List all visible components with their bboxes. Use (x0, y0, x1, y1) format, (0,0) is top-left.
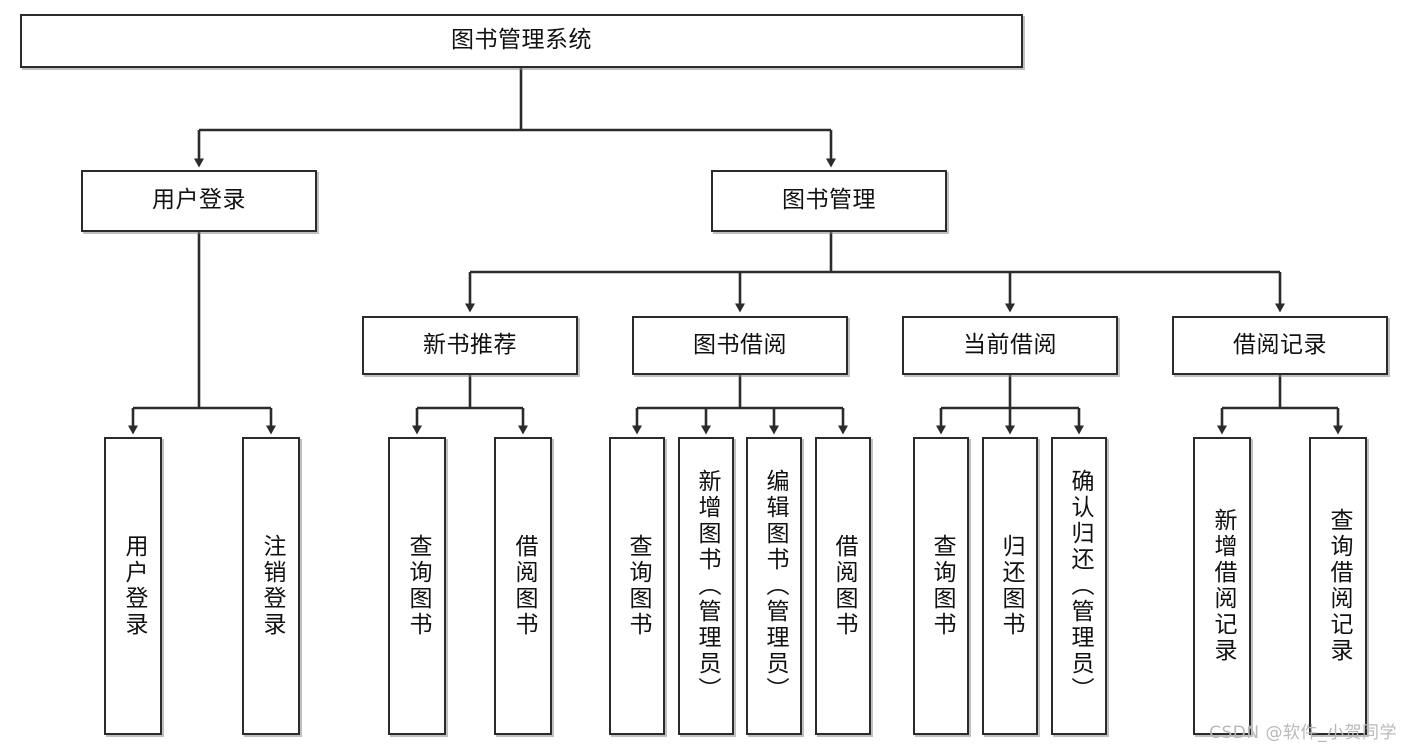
node-label: 借阅记录 (1233, 331, 1327, 358)
node-label: 用户登录 (152, 187, 246, 214)
node-current-borrow[interactable]: 当前借阅 (902, 316, 1118, 375)
leaf-add-borrow-record[interactable]: 新增借阅记录 (1193, 437, 1251, 735)
node-root-book-management-system[interactable]: 图书管理系统 (20, 14, 1023, 68)
leaf-query-book-recommend[interactable]: 查询图书 (388, 437, 446, 735)
node-label: 借阅图书 (830, 534, 857, 638)
node-label: 查询图书 (928, 534, 955, 638)
leaf-borrow-book-recommend[interactable]: 借阅图书 (494, 437, 552, 735)
node-label: 归还图书 (997, 534, 1024, 638)
leaf-query-book-current[interactable]: 查询图书 (913, 437, 969, 735)
node-new-book-recommend[interactable]: 新书推荐 (362, 316, 578, 375)
leaf-query-book-borrow[interactable]: 查询图书 (609, 437, 665, 735)
leaf-user-login[interactable]: 用户登录 (104, 437, 162, 735)
leaf-borrow-book[interactable]: 借阅图书 (815, 437, 871, 735)
node-label: 查询图书 (404, 534, 431, 638)
node-label: 确认归还（管理员） (1066, 469, 1093, 703)
node-label: 注销登录 (258, 534, 285, 638)
leaf-edit-book-admin[interactable]: 编辑图书（管理员） (746, 437, 802, 735)
node-book-borrow[interactable]: 图书借阅 (632, 316, 848, 375)
leaf-return-book[interactable]: 归还图书 (982, 437, 1038, 735)
node-label: 编辑图书（管理员） (761, 469, 788, 703)
csdn-watermark: CSDN @软件_小贺同学 (1209, 723, 1397, 743)
node-label: 用户登录 (120, 534, 147, 638)
node-label: 图书管理 (782, 187, 876, 214)
node-label: 查询图书 (624, 534, 651, 638)
leaf-query-borrow-record[interactable]: 查询借阅记录 (1309, 437, 1367, 735)
node-label: 借阅图书 (510, 534, 537, 638)
node-borrow-record[interactable]: 借阅记录 (1172, 316, 1388, 375)
node-label: 新增图书（管理员） (693, 469, 720, 703)
node-label: 图书借阅 (693, 331, 787, 358)
node-user-login[interactable]: 用户登录 (81, 170, 317, 232)
node-label: 新书推荐 (423, 331, 517, 358)
leaf-add-book-admin[interactable]: 新增图书（管理员） (678, 437, 734, 735)
node-label: 图书管理系统 (451, 27, 592, 54)
node-label: 查询借阅记录 (1325, 508, 1352, 664)
node-label: 当前借阅 (963, 331, 1057, 358)
node-book-management[interactable]: 图书管理 (711, 170, 947, 232)
leaf-logout-login[interactable]: 注销登录 (242, 437, 300, 735)
leaf-confirm-return-admin[interactable]: 确认归还（管理员） (1051, 437, 1107, 735)
node-label: 新增借阅记录 (1209, 508, 1236, 664)
